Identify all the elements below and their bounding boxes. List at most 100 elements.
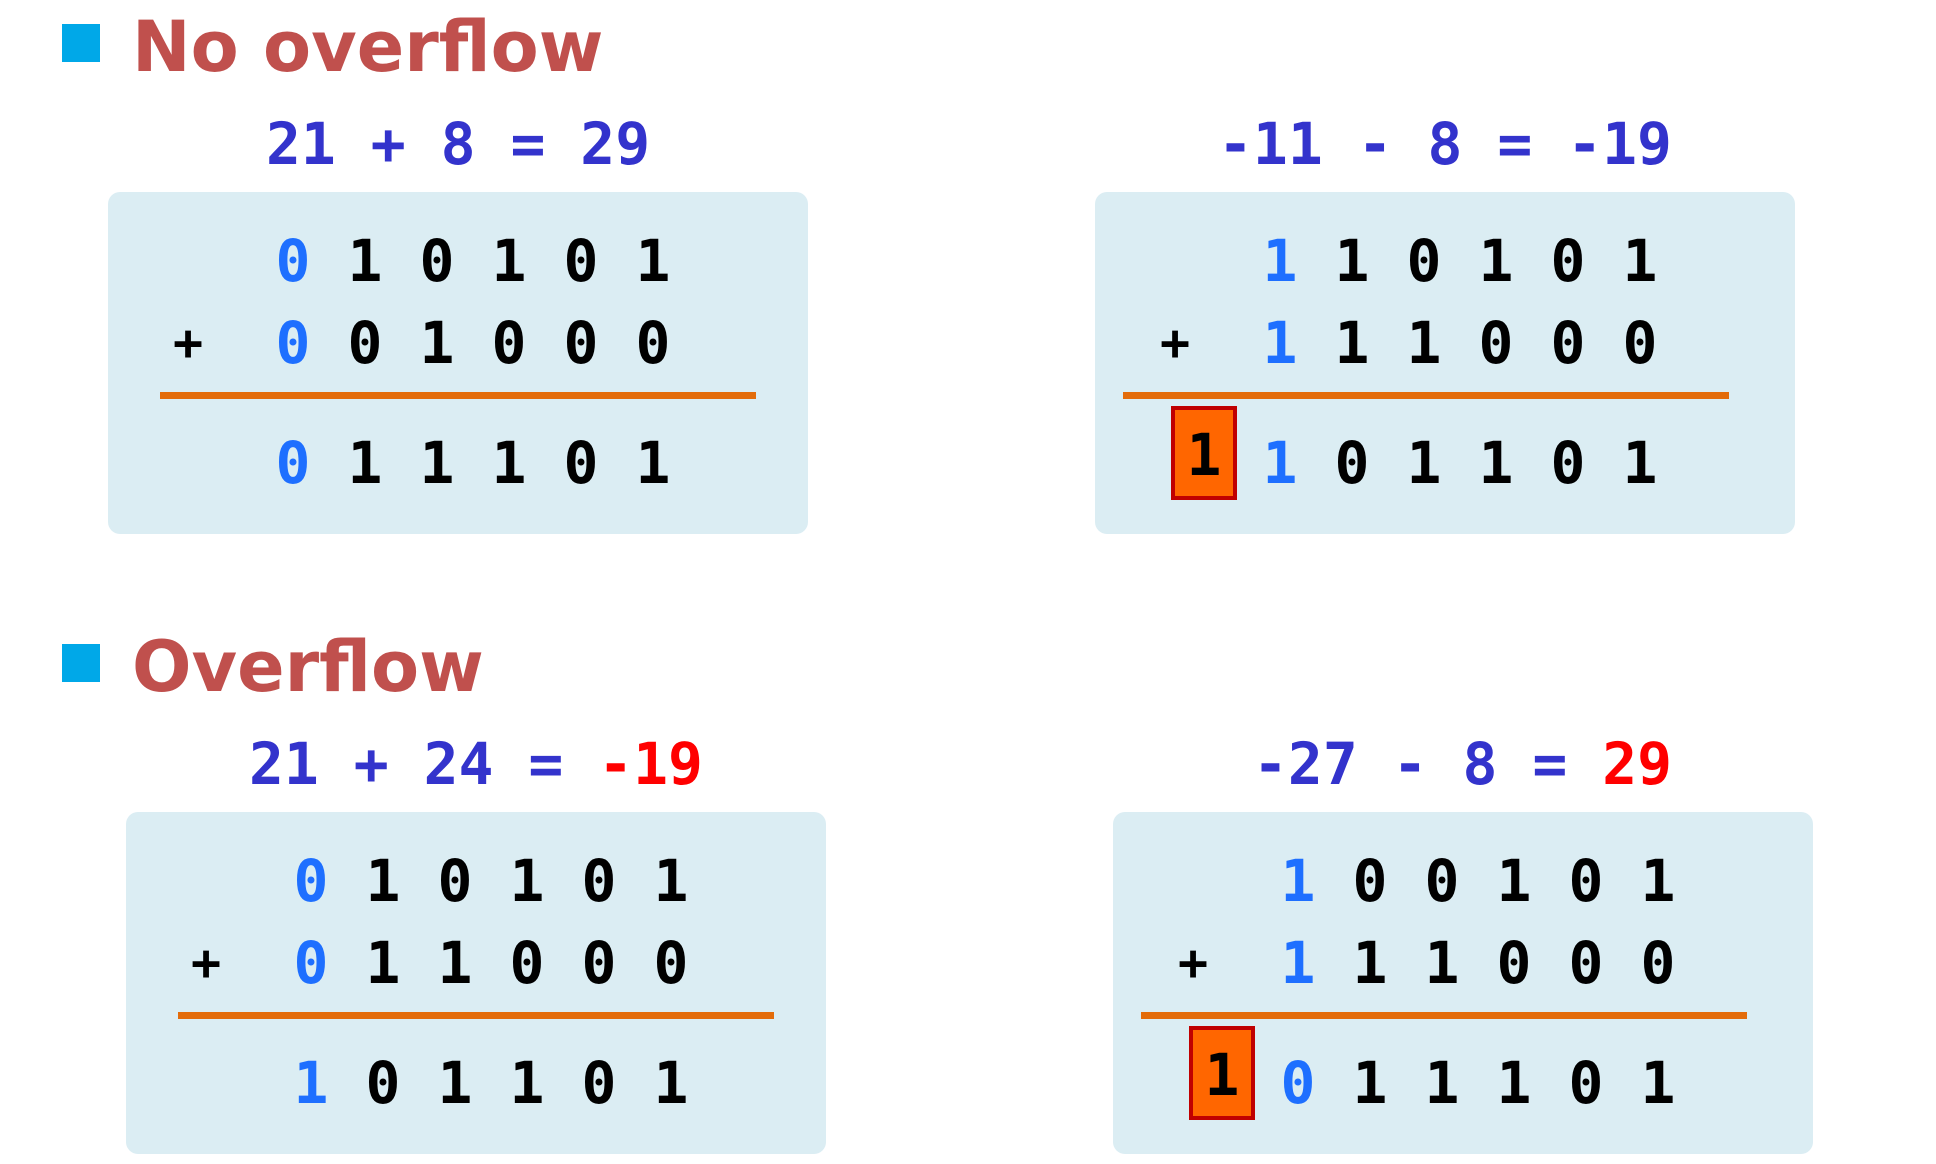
bit: 0 xyxy=(581,1049,617,1117)
sign-bit: 1 xyxy=(1280,847,1316,915)
bit: 1 xyxy=(437,929,473,997)
bit: 1 xyxy=(653,847,689,915)
bit: 1 xyxy=(1424,1049,1460,1117)
equation-number: 8 xyxy=(440,110,476,178)
bit: 1 xyxy=(1478,429,1514,497)
equation-operator: - xyxy=(1357,730,1463,798)
carry-out-bit: 1 xyxy=(1189,1026,1255,1120)
sign-bit: 1 xyxy=(1280,929,1316,997)
sign-bit: 0 xyxy=(275,309,311,377)
sum-line xyxy=(1123,392,1729,399)
bit: 1 xyxy=(509,847,545,915)
equation: -11 - 8 = -19 xyxy=(1218,115,1672,173)
bit: 0 xyxy=(347,309,383,377)
bit: 0 xyxy=(653,929,689,997)
plus-sign: + xyxy=(172,314,204,372)
equation-operator: + xyxy=(318,730,424,798)
bit: 1 xyxy=(1406,309,1442,377)
bit: 0 xyxy=(563,227,599,295)
equation-number: -27 xyxy=(1253,730,1358,798)
bit: 0 xyxy=(1478,309,1514,377)
bit: 0 xyxy=(563,309,599,377)
bit: 0 xyxy=(635,309,671,377)
bit: 0 xyxy=(563,429,599,497)
sign-bit: 0 xyxy=(293,847,329,915)
plus-sign: + xyxy=(190,934,222,992)
bit: 0 xyxy=(1622,309,1658,377)
bit: 1 xyxy=(347,227,383,295)
bit: 1 xyxy=(365,847,401,915)
equation-operator: = xyxy=(493,730,599,798)
equation-number: 29 xyxy=(580,110,651,178)
bit: 0 xyxy=(1424,847,1460,915)
equation-operator: + xyxy=(335,110,441,178)
sign-bit: 0 xyxy=(1280,1049,1316,1117)
equation-number: -19 xyxy=(1567,110,1672,178)
plus-sign: + xyxy=(1177,934,1209,992)
bit: 0 xyxy=(1550,429,1586,497)
equation-number: 29 xyxy=(1602,730,1673,798)
bit: 1 xyxy=(491,429,527,497)
bit: 1 xyxy=(365,929,401,997)
bit: 1 xyxy=(1622,227,1658,295)
bit: 0 xyxy=(509,929,545,997)
sum-line xyxy=(160,392,756,399)
equation: 21 + 24 = -19 xyxy=(249,735,703,793)
bit: 1 xyxy=(1406,429,1442,497)
sign-bit: 1 xyxy=(1262,429,1298,497)
sign-bit: 0 xyxy=(275,227,311,295)
bit: 1 xyxy=(635,227,671,295)
sum-line xyxy=(178,1012,774,1019)
bit: 1 xyxy=(1334,309,1370,377)
sign-bit: 0 xyxy=(293,929,329,997)
bit: 0 xyxy=(581,929,617,997)
bit: 0 xyxy=(365,1049,401,1117)
equation-number: 8 xyxy=(1427,110,1463,178)
sign-bit: 1 xyxy=(293,1049,329,1117)
bit: 1 xyxy=(1640,847,1676,915)
section-bullet-icon xyxy=(62,644,100,682)
equation: -27 - 8 = 29 xyxy=(1253,735,1672,793)
bit: 1 xyxy=(1334,227,1370,295)
bit: 1 xyxy=(419,429,455,497)
bit: 1 xyxy=(1478,227,1514,295)
bit: 1 xyxy=(1640,1049,1676,1117)
bit: 0 xyxy=(581,847,617,915)
equation-operator: = xyxy=(1497,730,1603,798)
bit: 1 xyxy=(1496,1049,1532,1117)
bit: 1 xyxy=(1352,1049,1388,1117)
equation-operator: = xyxy=(475,110,581,178)
bit: 0 xyxy=(419,227,455,295)
equation-operator: = xyxy=(1462,110,1568,178)
bit: 1 xyxy=(653,1049,689,1117)
sign-bit: 1 xyxy=(1262,227,1298,295)
bit: 0 xyxy=(1568,929,1604,997)
bit: 0 xyxy=(1568,847,1604,915)
equation-number: 21 xyxy=(249,730,319,798)
section-title: No overflow xyxy=(132,6,604,88)
bit: 0 xyxy=(1640,929,1676,997)
bit: 0 xyxy=(1550,309,1586,377)
bit: 0 xyxy=(1334,429,1370,497)
bit: 1 xyxy=(1496,847,1532,915)
bit: 0 xyxy=(1406,227,1442,295)
section-title: Overflow xyxy=(132,626,484,708)
bit: 0 xyxy=(1496,929,1532,997)
bit: 1 xyxy=(419,309,455,377)
bit: 1 xyxy=(347,429,383,497)
bit: 0 xyxy=(1550,227,1586,295)
bit: 1 xyxy=(491,227,527,295)
sum-line xyxy=(1141,1012,1747,1019)
equation-operator: - xyxy=(1322,110,1428,178)
